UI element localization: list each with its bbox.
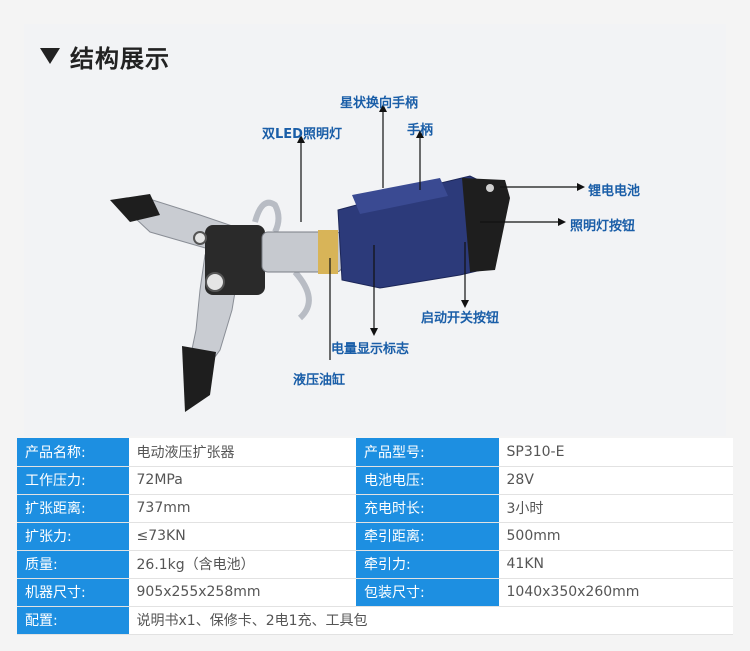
callout-light-button: 照明灯按钮 [570, 219, 636, 234]
spec-value: 72MPa [128, 466, 356, 495]
spec-label: 质量: [17, 550, 129, 579]
section-title: 结构展示 [70, 44, 170, 73]
callout-power-display: 电量显示标志 [331, 342, 410, 357]
spec-label: 机器尺寸: [17, 578, 129, 607]
spec-value: 26.1kg（含电池） [128, 550, 356, 579]
spec-value: 说明书x1、保修卡、2电1充、工具包 [128, 606, 733, 635]
spec-label: 配置: [17, 606, 129, 635]
spec-label: 电池电压: [356, 466, 499, 495]
table-row: 扩张距离: 737mm 充电时长: 3小时 [17, 494, 733, 523]
spec-value: 1040x350x260mm [498, 578, 733, 607]
spec-value: 28V [498, 466, 733, 495]
spec-label: 充电时长: [356, 494, 499, 523]
callout-led-light: 双LED照明灯 [262, 127, 342, 142]
table-row: 扩张力: ≤73KN 牵引距离: 500mm [17, 522, 733, 551]
callout-cylinder: 液压油缸 [293, 373, 346, 388]
table-row: 配置: 说明书x1、保修卡、2电1充、工具包 [17, 606, 733, 635]
callout-star-handle: 星状换向手柄 [340, 96, 419, 111]
spec-value: ≤73KN [128, 522, 356, 551]
spec-value: 905x255x258mm [128, 578, 356, 607]
spec-label: 牵引距离: [356, 522, 499, 551]
spec-value: 500mm [498, 522, 733, 551]
spec-value: 3小时 [498, 494, 733, 523]
section-header: 结构展示 [40, 41, 170, 73]
spec-label: 产品型号: [356, 438, 499, 467]
spec-label: 工作压力: [17, 466, 129, 495]
triangle-down-icon [40, 48, 60, 64]
table-row: 工作压力: 72MPa 电池电压: 28V [17, 466, 733, 495]
callout-battery: 锂电电池 [588, 184, 641, 199]
spec-label: 包装尺寸: [356, 578, 499, 607]
table-row: 机器尺寸: 905x255x258mm 包装尺寸: 1040x350x260mm [17, 578, 733, 607]
table-row: 质量: 26.1kg（含电池） 牵引力: 41KN [17, 550, 733, 579]
spec-value: 737mm [128, 494, 356, 523]
spec-table: 产品名称: 电动液压扩张器 产品型号: SP310-E 工作压力: 72MPa … [17, 438, 733, 635]
spec-label: 牵引力: [356, 550, 499, 579]
callout-handle: 手柄 [407, 123, 434, 138]
callout-start-button: 启动开关按钮 [421, 311, 500, 326]
spec-value: 电动液压扩张器 [128, 438, 356, 467]
spec-value: 41KN [498, 550, 733, 579]
spec-label: 产品名称: [17, 438, 129, 467]
table-row: 产品名称: 电动液压扩张器 产品型号: SP310-E [17, 438, 733, 467]
spec-label: 扩张距离: [17, 494, 129, 523]
spec-label: 扩张力: [17, 522, 129, 551]
spreader-illustration [110, 104, 585, 412]
spec-value: SP310-E [498, 438, 733, 467]
